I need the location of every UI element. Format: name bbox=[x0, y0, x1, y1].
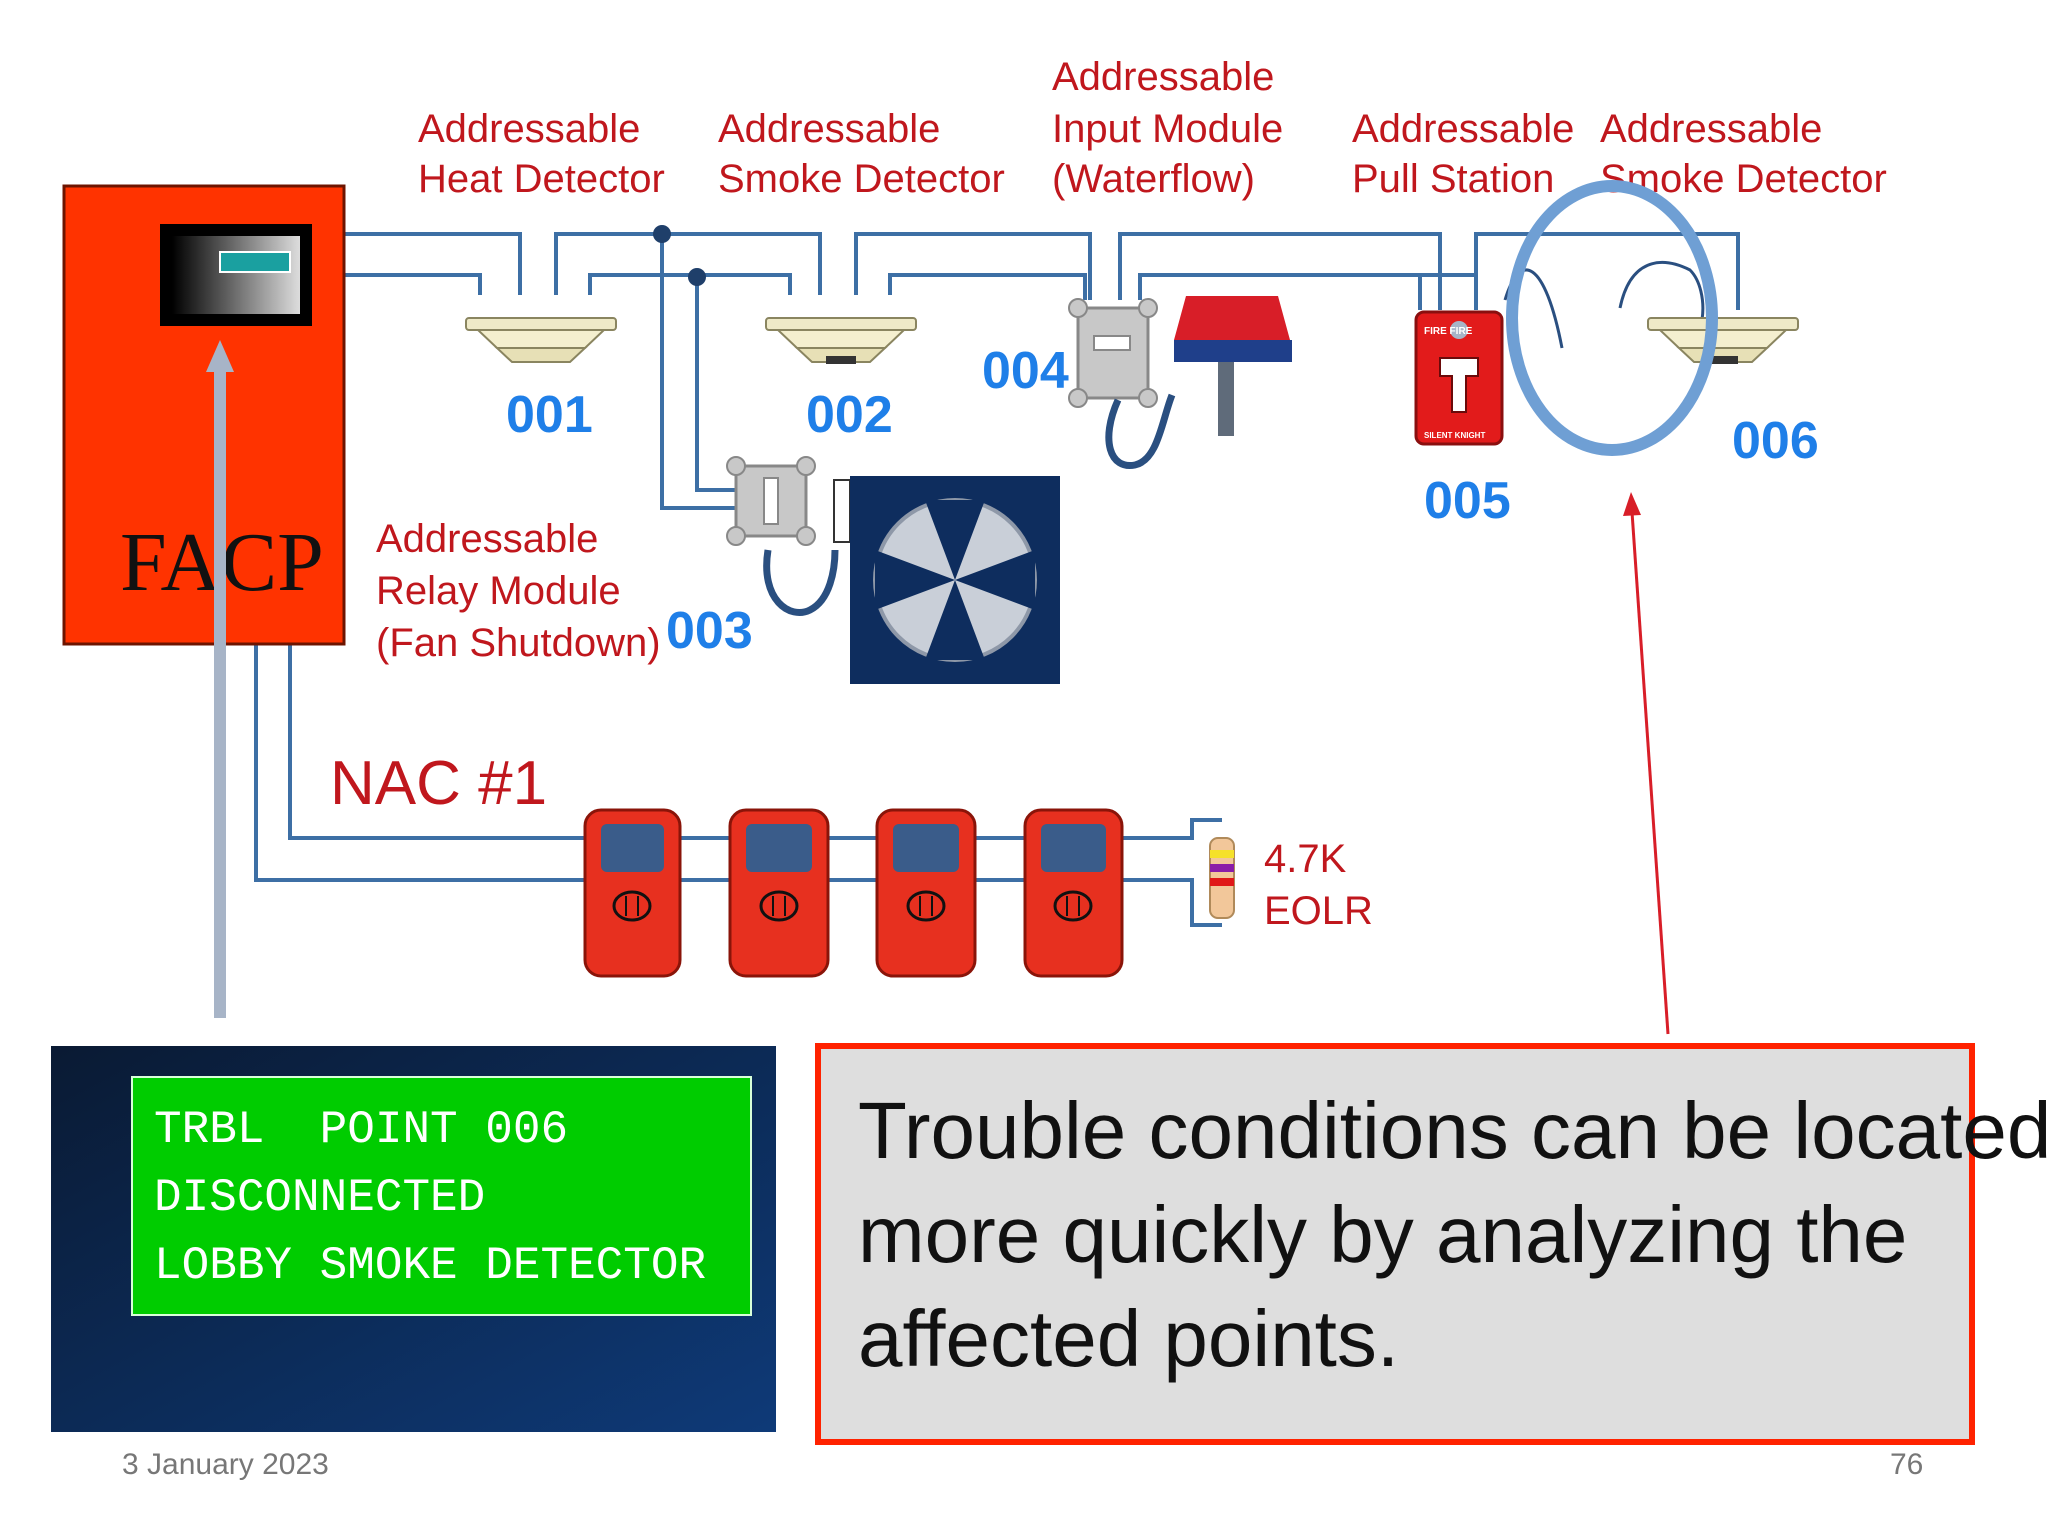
pull-station-brand-text: SILENT KNIGHT bbox=[1424, 431, 1485, 440]
waterflow-switch-icon bbox=[1174, 296, 1292, 436]
notification-appliance-icon[interactable] bbox=[1023, 808, 1124, 978]
facp-display-indicator bbox=[219, 251, 291, 273]
notification-appliance-icon[interactable] bbox=[728, 808, 830, 978]
address-001: 001 bbox=[506, 386, 593, 444]
wire-junction-dot bbox=[688, 268, 706, 286]
nac-label: NAC #1 bbox=[330, 749, 547, 818]
label-pull-station: Addressable Pull Station bbox=[1352, 107, 1586, 201]
input-module-icon[interactable] bbox=[1068, 298, 1176, 470]
exhaust-fan-icon bbox=[833, 476, 1060, 684]
label-relay-module: Addressable Relay Module (Fan Shutdown) bbox=[376, 517, 661, 665]
notification-appliance-icon[interactable] bbox=[875, 808, 977, 978]
facp-display bbox=[172, 236, 300, 314]
smoke-detector-icon[interactable] bbox=[765, 317, 917, 364]
relay-module-icon[interactable] bbox=[726, 456, 839, 616]
note-box: Trouble conditions can be located more q… bbox=[815, 1043, 2048, 1445]
facp-panel[interactable]: FACP bbox=[62, 184, 346, 646]
highlight-circle bbox=[1506, 180, 1718, 456]
slc-wiring bbox=[345, 225, 1740, 510]
label-input-module: Addressable Input Module (Waterflow) bbox=[1052, 55, 1294, 201]
address-003: 003 bbox=[666, 602, 753, 660]
nac-wiring bbox=[254, 645, 1222, 927]
page-number: 76 bbox=[1890, 1448, 1923, 1481]
pull-station-fire-text: FIRE FIRE bbox=[1424, 326, 1473, 337]
pull-station-icon[interactable]: FIRE FIRE SILENT KNIGHT bbox=[1414, 310, 1504, 446]
heat-detector-icon[interactable] bbox=[465, 317, 617, 363]
note-text: Trouble conditions can be located more q… bbox=[858, 1086, 2048, 1383]
address-005: 005 bbox=[1424, 472, 1511, 530]
eol-resistor-icon bbox=[1209, 837, 1235, 919]
lcd-panel: TRBL POINT 006 DISCONNECTED LOBBY SMOKE … bbox=[51, 1046, 776, 1432]
eolr-label: 4.7K EOLR bbox=[1264, 837, 1373, 933]
address-006: 006 bbox=[1732, 412, 1819, 470]
address-004: 004 bbox=[982, 342, 1069, 400]
smoke-detector-icon[interactable] bbox=[1647, 317, 1799, 364]
notification-appliance-icon[interactable] bbox=[583, 808, 682, 978]
lcd-screen bbox=[131, 1076, 752, 1316]
label-smoke-detector-002: Addressable Smoke Detector bbox=[718, 107, 1005, 201]
label-smoke-detector-006: Addressable Smoke Detector bbox=[1600, 107, 1887, 201]
address-002: 002 bbox=[806, 386, 893, 444]
lcd-message: TRBL POINT 006 DISCONNECTED LOBBY SMOKE … bbox=[154, 1104, 706, 1292]
panel-callout-arrow bbox=[206, 340, 234, 1018]
label-heat-detector: Addressable Heat Detector bbox=[418, 107, 665, 201]
note-callout-arrow bbox=[1623, 492, 1670, 1035]
footer-date: 3 January 2023 bbox=[122, 1448, 329, 1481]
wire-junction-dot bbox=[653, 225, 671, 243]
